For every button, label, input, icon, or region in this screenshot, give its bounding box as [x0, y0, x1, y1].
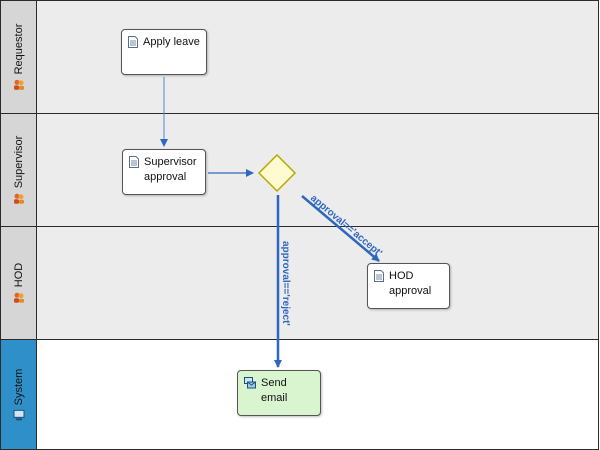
task-send-email[interactable]: Send email: [237, 370, 321, 416]
task-label-supervisor-approval: Supervisor approval: [144, 155, 197, 185]
lane-header-system[interactable]: System: [0, 339, 37, 450]
users-icon: [13, 292, 24, 303]
task-apply-leave[interactable]: Apply leave: [121, 29, 207, 75]
service-task-icon: [244, 377, 256, 389]
accept-condition-label: approval=='accept': [308, 193, 384, 259]
document-icon: [129, 156, 139, 168]
document-icon: [128, 36, 138, 48]
task-label-supervisor-line1: Supervisor: [144, 156, 197, 168]
reject-condition-label: approval=='reject': [280, 241, 291, 326]
task-label-hod-approval: HOD approval: [389, 270, 432, 297]
task-label-supervisor-line2: approval: [144, 171, 187, 183]
lane-header-supervisor[interactable]: Supervisor: [0, 113, 37, 227]
task-label-apply-leave: Apply leave: [143, 36, 200, 48]
document-icon: [374, 270, 384, 282]
task-label-send-email: Send email: [261, 377, 288, 404]
system-icon: [13, 409, 24, 420]
users-icon: [13, 193, 24, 204]
task-supervisor-approval[interactable]: Supervisor approval: [122, 149, 206, 195]
lane-header-requestor[interactable]: Requestor: [0, 0, 37, 114]
users-icon: [13, 79, 24, 90]
flow-gateway-accept[interactable]: [301, 195, 380, 262]
lane-hod: [37, 226, 599, 339]
task-hod-approval[interactable]: HOD approval: [367, 263, 450, 309]
exclusive-gateway[interactable]: [257, 153, 297, 193]
